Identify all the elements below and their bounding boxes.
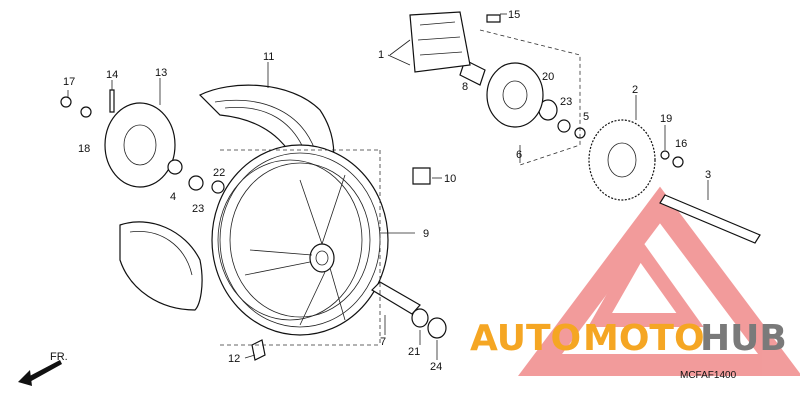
driven-flange (486, 62, 544, 128)
label-19: 19 (660, 113, 672, 125)
label-3: 3 (705, 169, 711, 181)
label-2: 2 (632, 84, 638, 96)
collar-8 (459, 59, 486, 86)
label-15: 15 (508, 9, 520, 21)
nut-17 (60, 96, 72, 108)
watermark-hub: HUB (700, 318, 787, 359)
front-arrow-icon (18, 360, 62, 386)
bearing-23-left (188, 175, 204, 191)
watermark-moto: MOTO (583, 318, 705, 359)
logo-triangle-inner (587, 237, 704, 327)
label-17: 17 (63, 76, 75, 88)
damper-rubbers (409, 11, 471, 73)
bolt-15 (486, 14, 501, 23)
label-23-left: 23 (192, 203, 204, 215)
label-8: 8 (462, 81, 468, 93)
watermark-auto: AUTO (470, 318, 581, 359)
part-labels: 1 2 3 4 5 6 7 8 9 10 11 12 13 14 15 16 1… (63, 9, 711, 373)
label-12: 12 (228, 353, 240, 365)
label-24: 24 (430, 361, 442, 373)
seal-24 (427, 317, 447, 339)
label-14: 14 (106, 69, 118, 81)
watermark-text: AUTO MOTO HUB (470, 318, 787, 359)
collar-7 (371, 281, 421, 315)
label-11: 11 (263, 51, 274, 63)
label-18: 18 (78, 143, 90, 155)
seal-22 (211, 180, 225, 194)
bearing-4 (167, 159, 183, 175)
label-22: 22 (213, 167, 225, 179)
callout-lines (67, 13, 709, 360)
bolt-14 (109, 89, 115, 113)
label-23-right: 23 (560, 96, 572, 108)
label-1: 1 (378, 49, 384, 61)
rear-wheel (211, 144, 389, 336)
label-7: 7 (380, 336, 386, 348)
label-10: 10 (444, 173, 456, 185)
label-13: 13 (155, 67, 167, 79)
bearing-21 (411, 308, 429, 328)
label-6: 6 (516, 149, 522, 161)
label-9: 9 (423, 228, 429, 240)
brake-disc (104, 102, 176, 188)
sprocket (588, 119, 656, 201)
label-20: 20 (542, 71, 554, 83)
valve-12 (251, 339, 266, 361)
clip-10 (412, 167, 431, 185)
diagram-code: MCFAF1400 (680, 370, 737, 381)
label-4: 4 (170, 191, 176, 203)
logo-triangle-outer (518, 186, 800, 376)
nut-16 (672, 156, 684, 168)
small-parts (60, 14, 761, 361)
washer-18 (80, 106, 92, 118)
front-marker-label: FR. (50, 351, 68, 363)
label-16: 16 (675, 138, 687, 150)
label-5: 5 (583, 111, 589, 123)
washer-19 (660, 150, 670, 160)
axle-3 (659, 194, 761, 244)
label-21: 21 (408, 346, 420, 358)
seal-23-right (557, 119, 571, 133)
watermark-logo (518, 186, 800, 376)
